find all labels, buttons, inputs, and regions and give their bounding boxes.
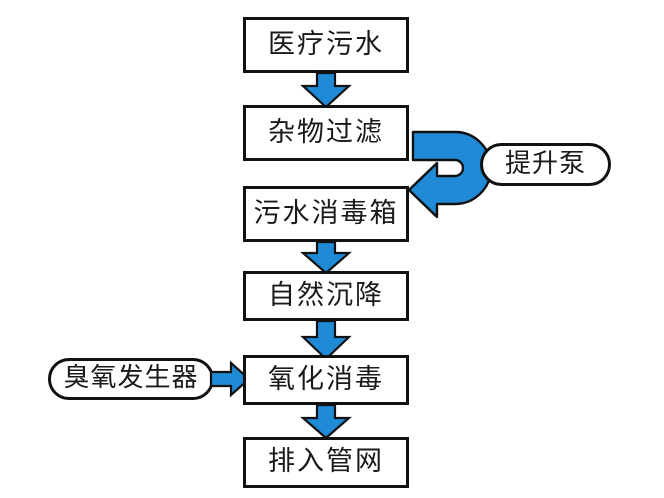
node-debris-filtration[interactable]: 杂物过滤 — [243, 105, 409, 161]
node-medical-wastewater[interactable]: 医疗污水 — [243, 17, 409, 73]
node-oxidation-disinfection[interactable]: 氧化消毒 — [243, 355, 409, 405]
arrow-tank-to-sedimentation — [300, 240, 352, 275]
node-label-wastewater-disinfection-tank: 污水消毒箱 — [253, 197, 399, 229]
arrow-ozone-to-oxidation — [209, 360, 251, 398]
node-label-discharge-to-pipe-network: 排入管网 — [268, 446, 384, 477]
arrow-medical-to-debris — [300, 71, 352, 109]
node-label-medical-wastewater: 医疗污水 — [268, 28, 384, 60]
node-label-natural-sedimentation: 自然沉降 — [268, 279, 384, 311]
node-label-debris-filtration: 杂物过滤 — [268, 116, 384, 148]
arrow-sedimentation-to-oxidation — [300, 319, 352, 361]
node-discharge-to-pipe-network[interactable]: 排入管网 — [243, 437, 409, 488]
node-wastewater-disinfection-tank[interactable]: 污水消毒箱 — [243, 186, 409, 242]
arrow-pump-loop — [405, 124, 500, 224]
node-label-oxidation-disinfection: 氧化消毒 — [268, 363, 384, 395]
node-lift-pump[interactable]: 提升泵 — [480, 143, 611, 186]
node-label-lift-pump: 提升泵 — [504, 148, 586, 179]
node-natural-sedimentation[interactable]: 自然沉降 — [243, 271, 409, 321]
arrow-oxidation-to-discharge — [300, 403, 352, 440]
node-label-ozone-generator: 臭氧发生器 — [63, 363, 199, 393]
node-ozone-generator[interactable]: 臭氧发生器 — [48, 358, 214, 400]
